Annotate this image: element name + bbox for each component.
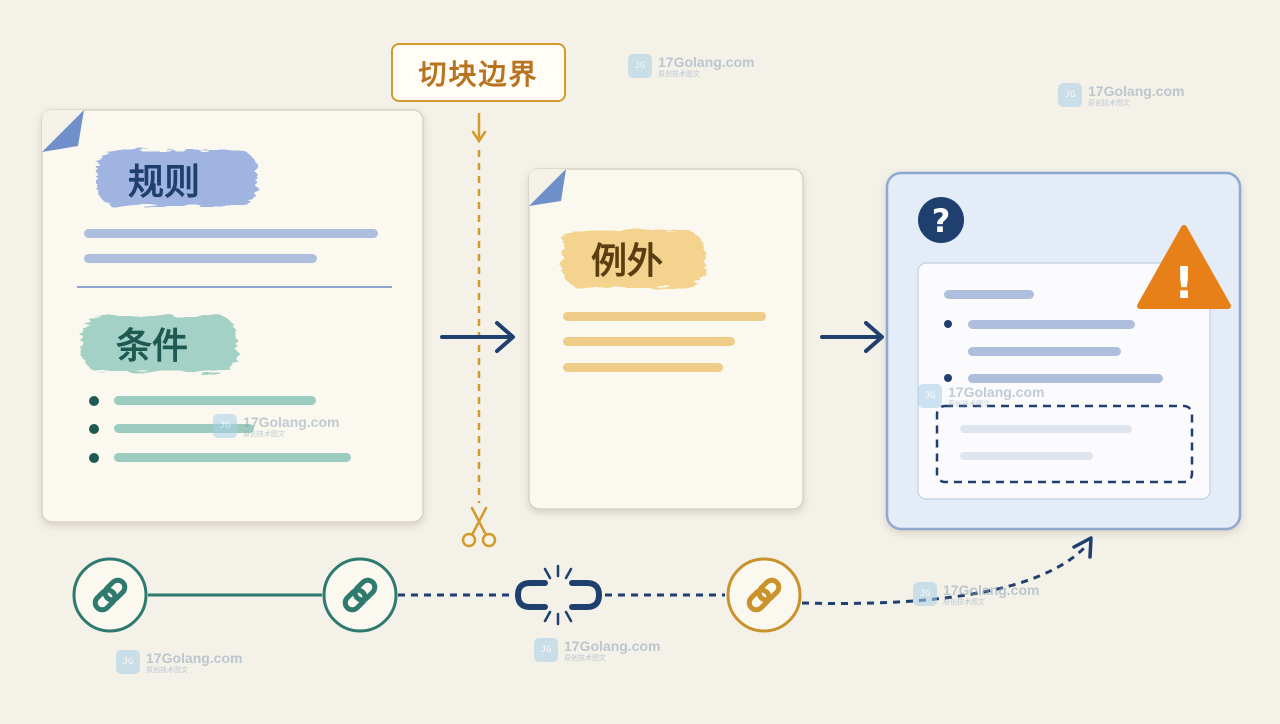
- bullet: [944, 374, 952, 382]
- chunk-boundary: [461, 113, 497, 548]
- question-icon: [918, 197, 964, 243]
- chunk-text-line: [968, 320, 1135, 329]
- link-icon: [72, 557, 148, 633]
- conditions-text-line: [114, 396, 316, 405]
- bullet: [89, 424, 99, 434]
- retrieval-result-panel: ? !: [885, 171, 1242, 531]
- faded-text-line: [960, 452, 1093, 460]
- exceptions-heading: 例外: [591, 241, 663, 282]
- svg-text:!: !: [1174, 258, 1194, 309]
- exceptions-text-line: [563, 363, 723, 372]
- flow-arrow: [820, 321, 884, 353]
- exception-chunk-document: 例外: [528, 168, 804, 510]
- warning-icon: [1137, 225, 1231, 309]
- chain-curved-connector: [801, 543, 1089, 605]
- rules-text-line: [84, 254, 317, 263]
- chain-arrowhead: [1072, 536, 1093, 559]
- chunk-text-line: [944, 290, 1034, 299]
- chunk-text-line: [968, 347, 1121, 356]
- folded-corner: [529, 169, 566, 206]
- link-icon: [726, 557, 802, 633]
- exceptions-highlight: [561, 230, 705, 288]
- broken-link-icon: [514, 564, 603, 626]
- conditions-heading: 条件: [116, 326, 188, 367]
- conditions-text-line: [114, 424, 254, 433]
- bullet: [89, 453, 99, 463]
- flow-arrow: [440, 321, 515, 353]
- rules-text-line: [84, 229, 378, 238]
- chunk-text-line: [968, 374, 1163, 383]
- conditions-highlight: [82, 316, 237, 372]
- chunk-boundary-label: 切块边界: [391, 43, 566, 102]
- rules-heading: 规则: [128, 162, 200, 203]
- link-icon: [322, 557, 398, 633]
- source-document: 规则 条件: [41, 109, 424, 523]
- reference-chain: [72, 536, 1093, 633]
- bullet: [89, 396, 99, 406]
- conditions-text-line: [114, 453, 351, 462]
- svg-text:?: ?: [932, 202, 951, 240]
- faded-text-line: [960, 425, 1132, 433]
- folded-corner: [42, 110, 84, 152]
- exceptions-text-line: [563, 337, 735, 346]
- scissors-icon: [461, 506, 497, 548]
- bullet: [944, 320, 952, 328]
- exceptions-text-line: [563, 312, 766, 321]
- missing-context-region: [935, 404, 1194, 484]
- rules-highlight: [97, 150, 257, 206]
